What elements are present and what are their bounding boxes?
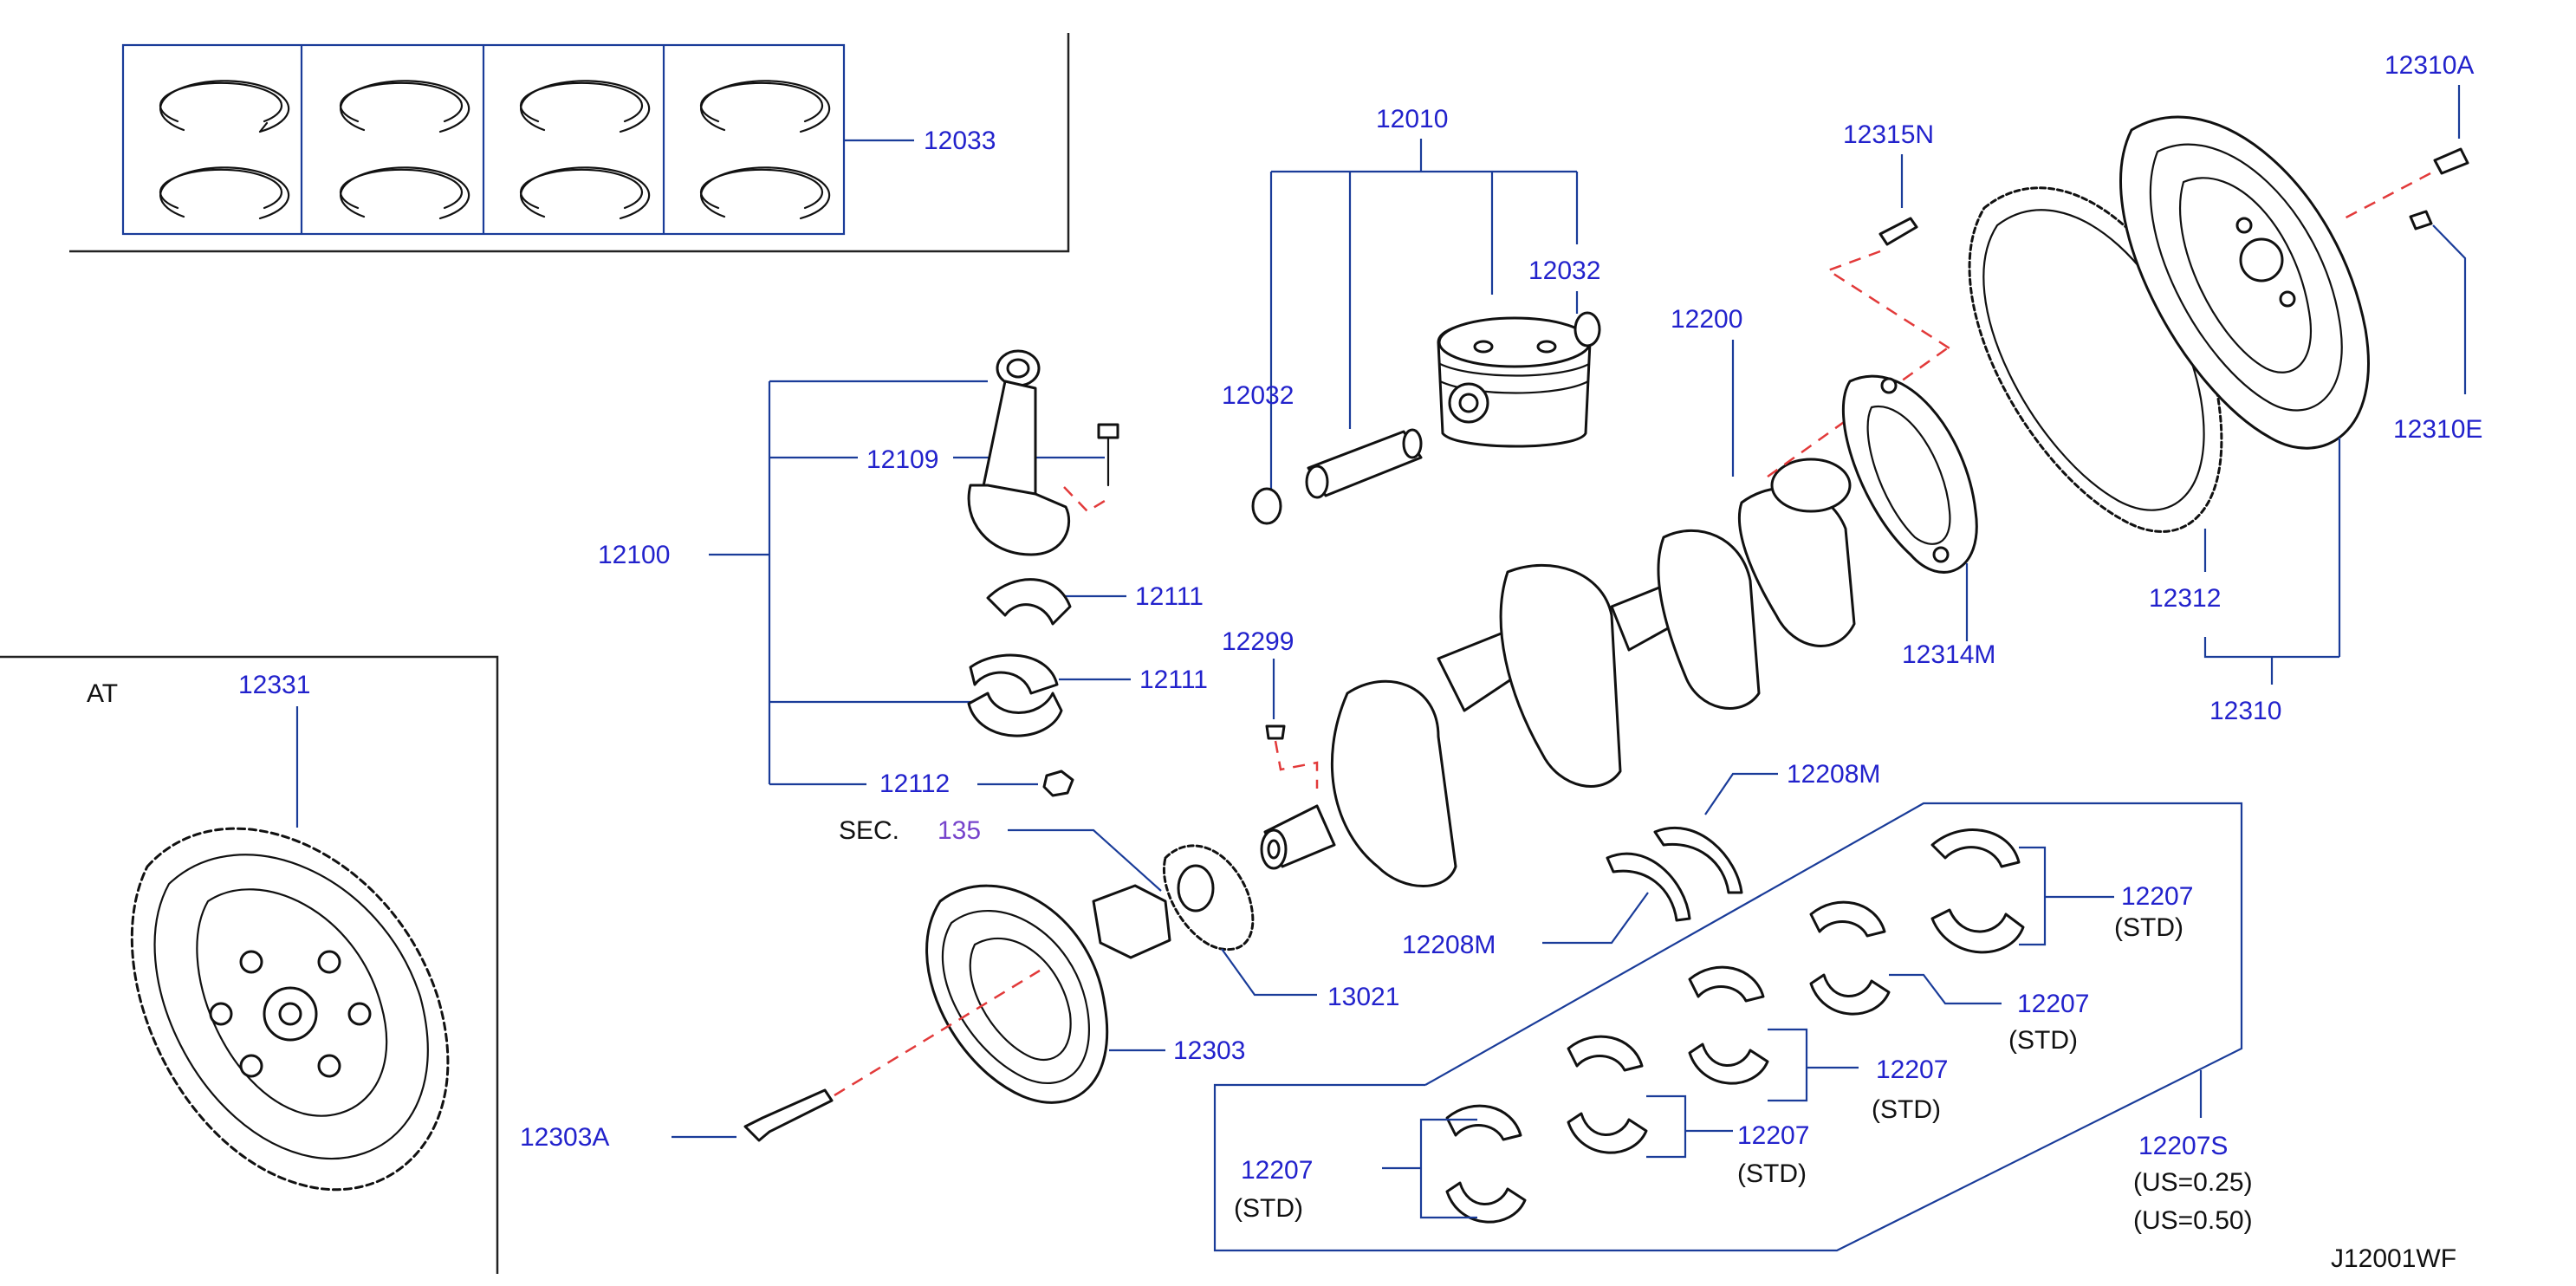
snap-ring-icon <box>1251 311 1601 525</box>
piston-ring-set: 12033 <box>69 33 1070 253</box>
pulley-bolt-icon <box>743 1088 834 1142</box>
crank-nut-icon <box>1092 884 1171 959</box>
label-12299[interactable]: 12299 <box>1222 627 1294 656</box>
label-12033[interactable]: 12033 <box>924 127 996 155</box>
signal-plate: 12314M <box>1841 374 1995 669</box>
conrod-icon <box>967 349 1071 556</box>
label-12310[interactable]: 12310 <box>2209 697 2281 725</box>
piston-assembly: 12010 12032 12032 <box>1222 105 1601 525</box>
thrust-bearing-icon-b <box>1606 852 1691 922</box>
undersize-025: (US=0.25) <box>2133 1168 2253 1197</box>
conrod-bolt-icon <box>1097 423 1119 487</box>
label-12111-lower[interactable]: 12111 <box>1139 666 1208 694</box>
label-12303[interactable]: 12303 <box>1173 1036 1245 1065</box>
flywheel-assembly: 12315N 12312 12310A 12310E 12310 <box>1826 51 2482 725</box>
sec-135-link[interactable]: 135 <box>938 816 981 845</box>
flywheel-bolt-icon <box>1878 217 1918 246</box>
piston-ring-icons <box>159 80 831 220</box>
pulley-icon <box>925 884 1109 1104</box>
main-bearing-set: 12207 (STD) 12207 (STD) 12207 (STD) 1220… <box>1213 802 2253 1252</box>
sec-prefix: SEC. <box>839 816 899 845</box>
thrust-bearing-icon <box>1653 826 1743 894</box>
sprocket-icon <box>1163 844 1255 952</box>
ring-box-frame <box>69 33 1070 253</box>
at-box-frame <box>0 655 499 1274</box>
crank-pulley-assembly: SEC. 135 13021 12303 12303A <box>520 816 1399 1152</box>
label-12109[interactable]: 12109 <box>866 445 938 474</box>
label-12207-d[interactable]: 12207 <box>1737 1121 1809 1150</box>
label-12310A[interactable]: 12310A <box>2385 51 2474 80</box>
at-label: AT <box>87 679 118 708</box>
dowel-pin-icon <box>2409 210 2433 231</box>
std-b: (STD) <box>2008 1026 2078 1055</box>
label-12331[interactable]: 12331 <box>238 671 310 699</box>
label-12208M-lower[interactable]: 12208M <box>1402 931 1496 959</box>
std-a: (STD) <box>2114 913 2183 942</box>
label-12208M-upper[interactable]: 12208M <box>1787 760 1880 789</box>
label-12112[interactable]: 12112 <box>879 770 950 798</box>
piston-icon <box>1437 316 1592 448</box>
undersize-050: (US=0.50) <box>2133 1206 2253 1235</box>
main-bearing-box <box>1213 802 2243 1252</box>
label-12111-upper[interactable]: 12111 <box>1135 582 1204 611</box>
label-12312[interactable]: 12312 <box>2149 584 2221 613</box>
std-d: (STD) <box>1737 1159 1807 1188</box>
crankshaft: 12200 <box>1260 305 1950 887</box>
label-13021[interactable]: 13021 <box>1327 983 1399 1011</box>
main-bearing-icons <box>1445 828 2025 1224</box>
label-12207-a[interactable]: 12207 <box>2121 882 2193 911</box>
connecting-rod-assembly: 12100 12109 12112 12111 12111 <box>598 349 1208 798</box>
conrod-bearing-icon <box>967 578 1072 737</box>
at-drive-plate-section: AT 12331 <box>0 655 499 1274</box>
flywheel-icon <box>2119 115 2370 450</box>
label-12303A[interactable]: 12303A <box>520 1123 609 1152</box>
conrod-nut-icon <box>1042 770 1074 797</box>
crankshaft-icon <box>1260 458 1856 887</box>
flywheel-bolt-a-icon <box>2433 147 2469 175</box>
std-c: (STD) <box>1872 1095 1941 1124</box>
label-12207S[interactable]: 12207S <box>2138 1132 2228 1160</box>
label-12010[interactable]: 12010 <box>1376 105 1448 133</box>
woodruff-key-icon <box>1265 724 1286 740</box>
signal-plate-icon <box>1841 374 1978 574</box>
thrust-bearings: 12208M 12208M <box>1402 760 1880 959</box>
label-12100[interactable]: 12100 <box>598 541 670 569</box>
label-12207-c[interactable]: 12207 <box>1876 1055 1948 1084</box>
diagram-code: J12001WF <box>2331 1244 2456 1273</box>
piston-pin-icon <box>1305 428 1423 499</box>
drive-plate-icon <box>130 827 450 1192</box>
label-12310E[interactable]: 12310E <box>2393 415 2482 444</box>
label-12207-e[interactable]: 12207 <box>1241 1156 1313 1185</box>
label-12314M[interactable]: 12314M <box>1902 640 1995 669</box>
label-12032-right[interactable]: 12032 <box>1528 257 1600 285</box>
label-12032-left[interactable]: 12032 <box>1222 381 1294 410</box>
std-e: (STD) <box>1234 1194 1303 1223</box>
label-12315N[interactable]: 12315N <box>1843 120 1934 149</box>
label-12207-b[interactable]: 12207 <box>2017 990 2089 1018</box>
label-12200[interactable]: 12200 <box>1671 305 1742 334</box>
